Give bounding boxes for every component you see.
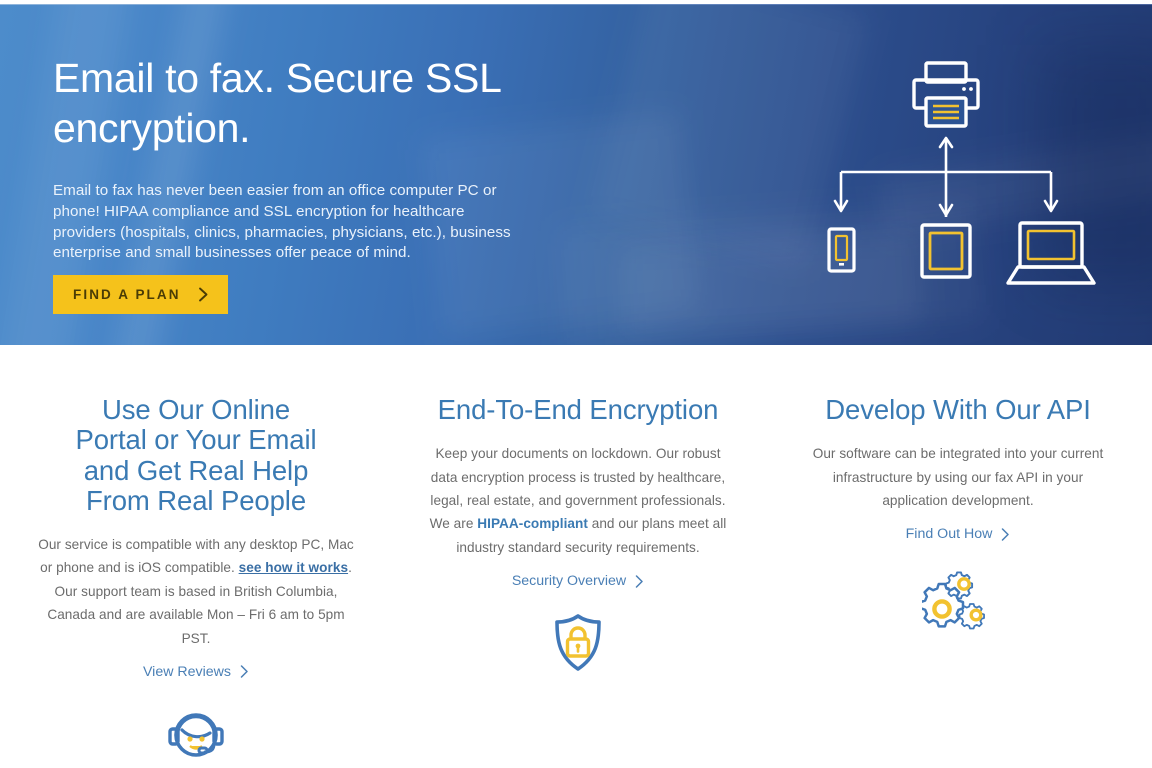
feature-column-encryption: End-To-End Encryption Keep your document… [392, 345, 764, 768]
support-headset-icon [165, 703, 227, 765]
feature-body-part: Our service is compatible with any deskt… [38, 537, 354, 576]
tablet-icon [920, 223, 972, 279]
feature-title: Use Our Online Portal or Your Email and … [75, 394, 317, 516]
find-out-how-label: Find Out How [905, 526, 993, 543]
shield-lock-icon [552, 613, 604, 673]
hipaa-compliant-link[interactable]: HIPAA-compliant [477, 516, 588, 532]
feature-column-support: Use Our Online Portal or Your Email and … [0, 345, 392, 768]
gear-small-top [945, 571, 974, 600]
page-top-margin [0, 0, 1152, 4]
feature-body-part: and our plans meet all industry standard… [456, 516, 727, 555]
hero-banner: Email to fax. Secure SSL encryption. Ema… [0, 5, 1152, 345]
feature-column-api: Develop With Our API Our software can be… [764, 345, 1152, 768]
security-overview-label: Security Overview [511, 573, 627, 590]
see-how-it-works-link[interactable]: see how it works [238, 560, 349, 576]
feature-body: Our service is compatible with any deskt… [36, 533, 356, 650]
gear-large-left [919, 583, 965, 628]
gear-small-right [958, 603, 985, 630]
chevron-right-icon [240, 665, 249, 679]
chevron-right-icon [198, 287, 209, 302]
chevron-right-icon [635, 574, 644, 588]
hero-subtitle: Email to fax has never been easier from … [53, 181, 511, 262]
find-out-how-link[interactable]: Find Out How [906, 526, 1011, 542]
feature-columns: Use Our Online Portal or Your Email and … [0, 345, 1152, 768]
find-a-plan-label: FIND A PLAN [73, 287, 181, 303]
diagram-connectors [833, 136, 1059, 217]
feature-body-part: Keep your documents on lockdown. Our rob… [429, 446, 726, 532]
feature-body-part: . Our support team is based in British C… [47, 560, 352, 646]
view-reviews-label: View Reviews [142, 663, 232, 680]
laptop-icon [1006, 221, 1096, 285]
gears-icon [919, 568, 994, 634]
chevron-right-icon [1001, 528, 1010, 541]
phone-icon [827, 227, 856, 273]
printer-icon [912, 61, 980, 128]
feature-title: Develop With Our API [825, 394, 1091, 425]
hero-copy-block: Email to fax. Secure SSL encryption. Ema… [53, 53, 573, 315]
security-overview-link[interactable]: Security Overview [512, 573, 644, 589]
feature-body: Our software can be integrated into your… [812, 446, 1104, 508]
view-reviews-link[interactable]: View Reviews [143, 664, 249, 680]
find-a-plan-button[interactable]: FIND A PLAN [53, 275, 228, 315]
feature-body: Keep your documents on lockdown. Our rob… [423, 442, 733, 559]
feature-title: End-To-End Encryption [437, 394, 719, 425]
fax-distribution-diagram [796, 57, 1096, 297]
hero-title: Email to fax. Secure SSL encryption. [53, 55, 501, 152]
